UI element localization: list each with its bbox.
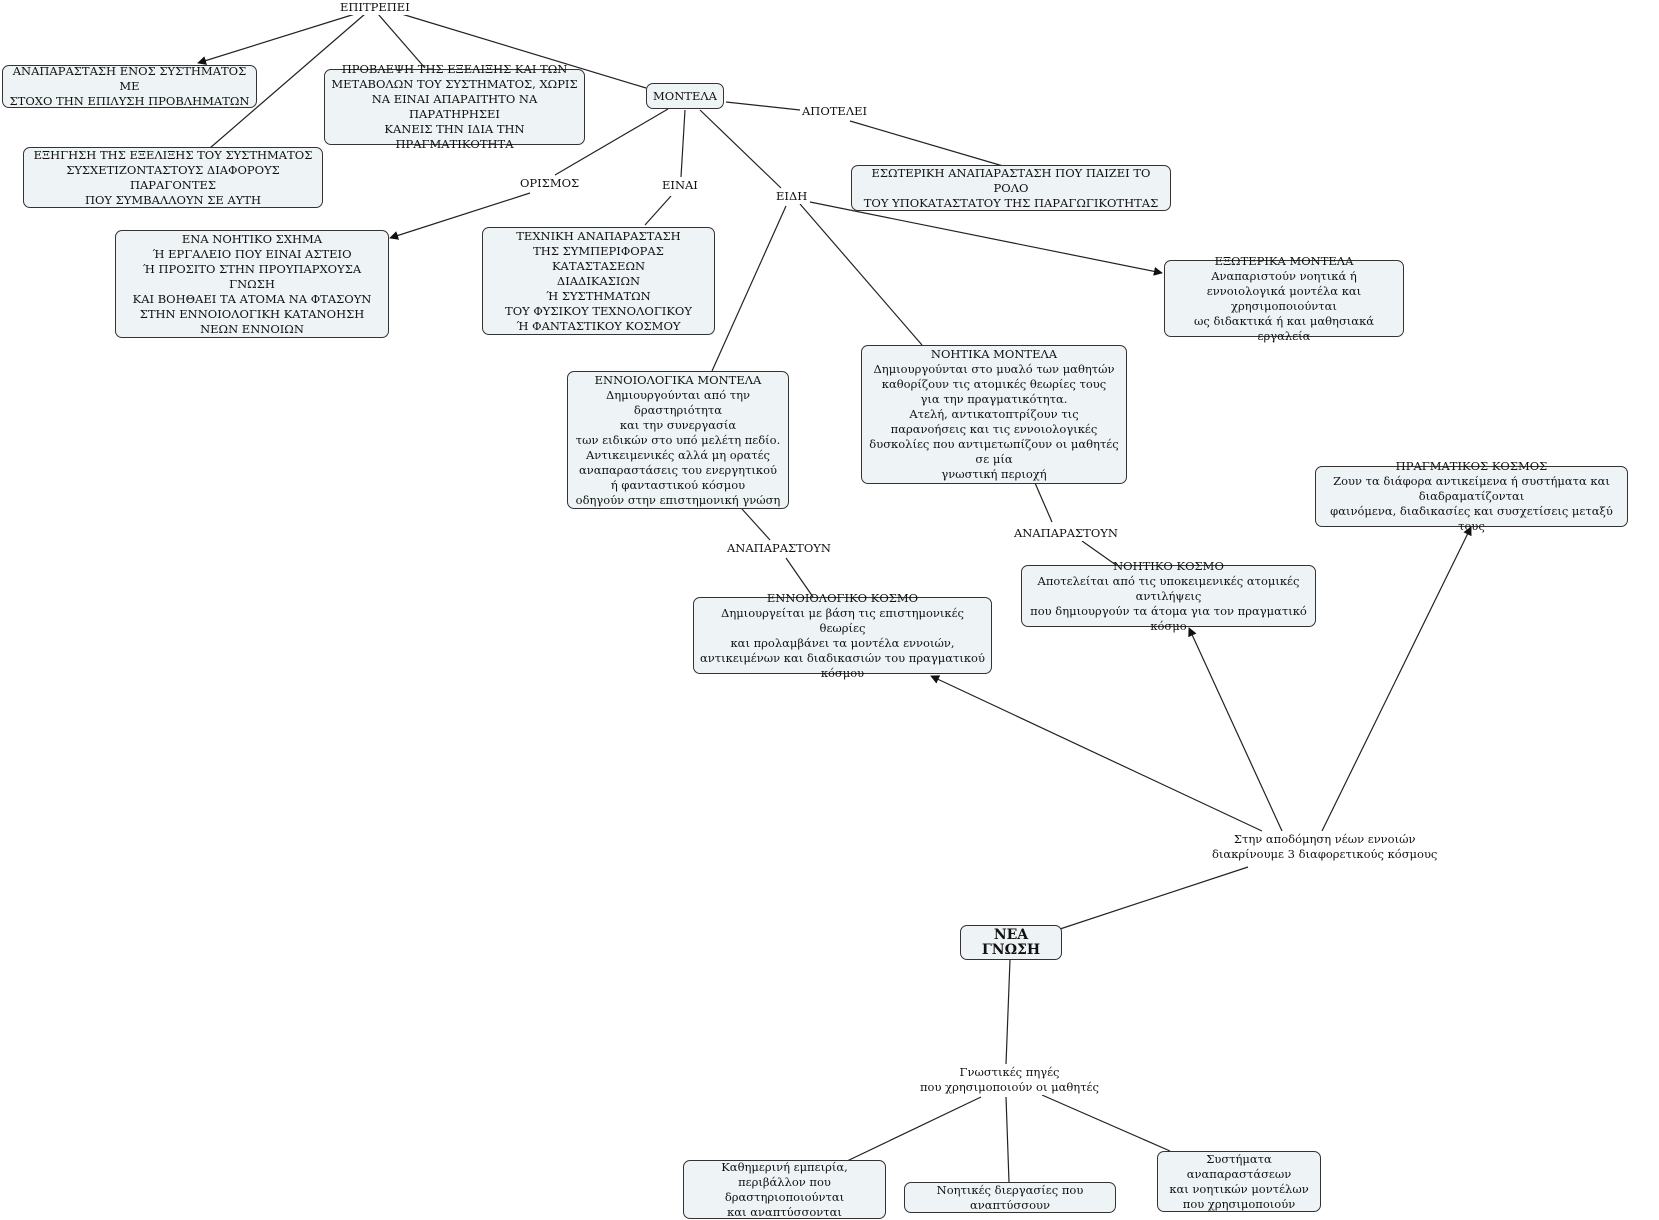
- node-kathimerini[interactable]: Καθημερινή εμπειρία, περιβάλλον που δρασ…: [683, 1160, 886, 1219]
- edge-apodomisi-ennoiologiko-kosmo: [930, 675, 1263, 832]
- edge-anaparastoun-ennoiologiko-kosmo: [785, 557, 814, 598]
- label-anaparastoun-2: ΑΝΑΠΑΡΑΣΤΟΥΝ: [1012, 526, 1120, 541]
- node-exigisi[interactable]: ΕΞΗΓΗΣΗ ΤΗΣ ΕΞΕΛΙΞΗΣ ΤΟΥ ΣΥΣΤΗΜΑΤΟΣ ΣΥΣΧ…: [23, 147, 323, 208]
- edge-eidi-noitika: [799, 203, 923, 346]
- node-anaparastasi[interactable]: ΑΝΑΠΑΡΑΣΤΑΣΗ ΕΝΟΣ ΣΥΣΤΗΜΑΤΟΣ ΜΕ ΣΤΟΧΟ ΤΗ…: [2, 64, 257, 108]
- edge-eidi-exoterika: [809, 201, 1163, 276]
- edge-noitika-anaparastoun: [1034, 482, 1053, 523]
- edge-ennoiologika-anaparastoun: [741, 508, 771, 541]
- edge-epitrepei-anaparastasi: [197, 13, 356, 65]
- edge-apotelei-esoteriki: [849, 120, 1004, 167]
- edge-gnostikes-systimata: [1041, 1094, 1171, 1152]
- node-exoterika[interactable]: ΕΞΩΤΕΡΙΚΑ ΜΟΝΤΕΛΑ Αναπαριστούν νοητικά ή…: [1164, 254, 1404, 343]
- edge-nea-gnosi-gnostikes: [1005, 959, 1011, 1065]
- edge-epitrepei-montela: [394, 11, 647, 89]
- edge-apodomisi-pragmatikos: [1321, 526, 1472, 832]
- label-apotelei: ΑΠΟΤΕΛΕΙ: [800, 104, 870, 119]
- edge-gnostikes-noitikes: [1005, 1096, 1010, 1183]
- label-epitrepei: ΕΠΙΤΡΕΠΕΙ: [338, 0, 412, 15]
- node-pragmatikos[interactable]: ΠΡΑΓΜΑΤΙΚΟΣ ΚΟΣΜΟΣ Ζουν τα διάφορα αντικ…: [1315, 459, 1628, 533]
- edge-anaparastoun-noitiko-kosmo: [1081, 540, 1117, 566]
- node-noitika[interactable]: ΝΟΗΤΙΚΑ ΜΟΝΤΕΛΑ Δημιουργούνται στο μυαλό…: [861, 345, 1127, 484]
- node-ennoiologika[interactable]: ΕΝΝΟΙΟΛΟΓΙΚΑ ΜΟΝΤΕΛΑ Δημιουργούνται από …: [567, 371, 789, 509]
- node-esoteriki[interactable]: ΕΣΩΤΕΡΙΚΗ ΑΝΑΠΑΡΑΣΤΑΣΗ ΠΟΥ ΠΑΙΖΕΙ ΤΟ ΡΟΛ…: [851, 165, 1171, 211]
- edge-montela-einai: [680, 109, 686, 178]
- edge-eidi-ennoiologika: [711, 205, 787, 372]
- node-texniki[interactable]: ΤΕΧΝΙΚΗ ΑΝΑΠΑΡΑΣΤΑΣΗ ΤΗΣ ΣΥΜΠΕΡΙΦΟΡΑΣ ΚΑ…: [482, 227, 715, 335]
- node-provlepsi[interactable]: ΠΡΟΒΛΕΨΗ ΤΗΣ ΕΞΕΛΙΞΗΣ ΚΑΙ ΤΩΝ ΜΕΤΑΒΟΛΩΝ …: [324, 62, 585, 151]
- edge-orismos-sxima: [389, 192, 531, 240]
- node-noitiko-sxima[interactable]: ΕΝΑ ΝΟΗΤΙΚΟ ΣΧΗΜΑ Ή ΕΡΓΑΛΕΙΟ ΠΟΥ ΕΙΝΑΙ Α…: [115, 230, 389, 338]
- edge-montela-eidi: [699, 109, 782, 189]
- node-ennoiologiko-kosmo[interactable]: ΕΝΝΟΙΟΛΟΓΙΚΟ ΚΟΣΜΟ Δημιουργείται με βάση…: [693, 591, 992, 680]
- label-stin-apodomisi: Στην αποδόμηση νέων εννοιών διακρίνουμε …: [1210, 832, 1440, 862]
- label-eidi: ΕΙΔΗ: [774, 189, 810, 204]
- label-gnostikes-piges: Γνωστικές πηγές που χρησιμοποιούν οι μαθ…: [918, 1065, 1101, 1095]
- label-anaparastoun-1: ΑΝΑΠΑΡΑΣΤΟΥΝ: [725, 541, 833, 556]
- edge-epitrepei-provlepsi: [377, 13, 426, 69]
- label-orismos: ΟΡΙΣΜΟΣ: [518, 176, 582, 191]
- edge-montela-orismos: [554, 108, 669, 176]
- node-nea-gnosi[interactable]: ΝΕΑ ΓΝΩΣΗ: [960, 925, 1062, 960]
- edge-apodomisi-noitiko-kosmo: [1188, 627, 1283, 832]
- edge-nea-gnosi-apodomisi: [1059, 866, 1249, 930]
- node-montela[interactable]: ΜΟΝΤΕΛΑ: [646, 83, 724, 109]
- node-noitiko-kosmo[interactable]: ΝΟΗΤΙΚΟ ΚΟΣΜΟ Αποτελείται από τις υποκει…: [1021, 559, 1316, 633]
- edge-einai-texniki: [644, 195, 672, 226]
- edge-epitrepei-exigisi: [209, 13, 366, 149]
- label-einai: ΕΙΝΑΙ: [660, 178, 700, 193]
- node-noitikes-diergasies[interactable]: Νοητικές διεργασίες που αναπτύσσουν: [904, 1182, 1116, 1213]
- edge-gnostikes-kathimerini: [844, 1096, 982, 1163]
- edge-montela-apotelei: [725, 101, 801, 111]
- node-systimata[interactable]: Συστήματα αναπαραστάσεων και νοητικών μο…: [1157, 1151, 1321, 1212]
